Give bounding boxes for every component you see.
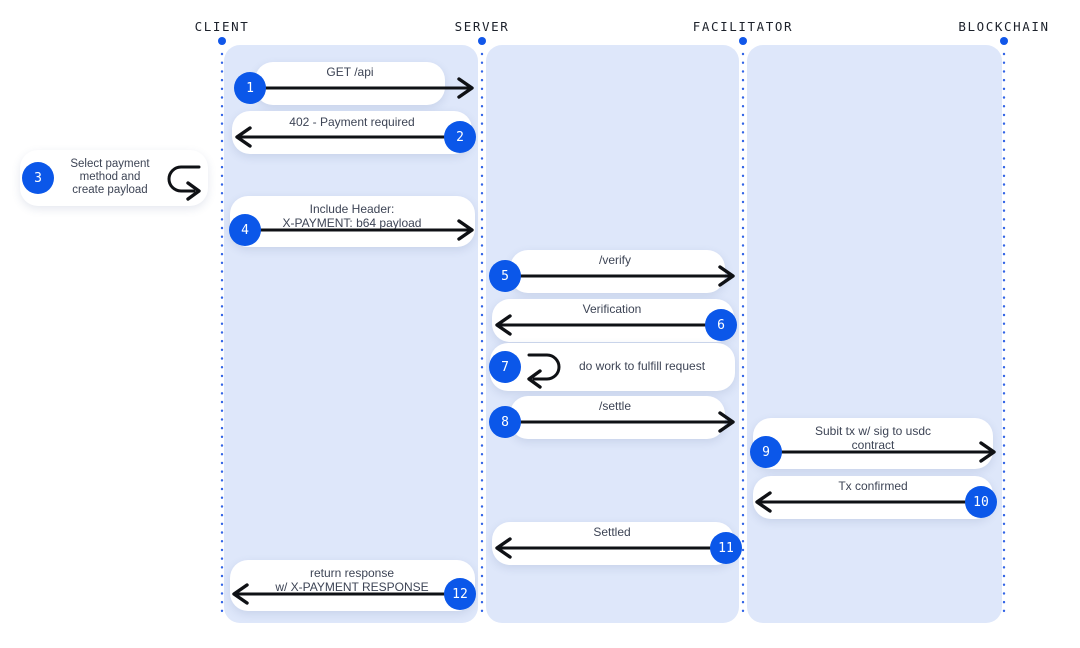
step-badge-7: 7 — [489, 351, 521, 383]
message-bubble-1 — [255, 62, 445, 105]
actor-label-facilitator: FACILITATOR — [692, 19, 794, 34]
step-badge-9: 9 — [750, 436, 782, 468]
message-label-4: Include Header:X-PAYMENT: b64 payload — [282, 202, 422, 230]
step-badge-5: 5 — [489, 260, 521, 292]
step-badge-11: 11 — [710, 532, 742, 564]
message-bubble-6 — [492, 299, 734, 342]
message-label-2: 402 - Payment required — [289, 115, 415, 129]
message-label-6: Verification — [582, 302, 642, 316]
message-label-8: /settle — [598, 399, 631, 413]
step-badge-10: 10 — [965, 486, 997, 518]
message-bubble-5 — [510, 250, 725, 293]
message-bubble-11 — [492, 522, 734, 565]
message-label-10: Tx confirmed — [838, 479, 908, 493]
lane-facilitator-blockchain — [747, 45, 1002, 623]
message-label-7: do work to fulfill request — [578, 359, 706, 373]
actor-label-client: CLIENT — [194, 19, 250, 34]
step-badge-2: 2 — [444, 121, 476, 153]
step-badge-8: 8 — [489, 406, 521, 438]
step-badge-6: 6 — [705, 309, 737, 341]
lifeline-head-dot-client — [218, 37, 226, 45]
message-bubble-4 — [230, 196, 475, 247]
message-bubble-10 — [753, 476, 993, 519]
message-label-11: Settled — [593, 525, 631, 539]
message-label-5: /verify — [598, 253, 631, 267]
step-badge-12: 12 — [444, 578, 476, 610]
actor-label-blockchain: BLOCKCHAIN — [958, 19, 1050, 34]
lifeline-head-dot-server — [478, 37, 486, 45]
message-bubble-12 — [230, 560, 475, 611]
message-label-1: GET /api — [326, 65, 374, 79]
lifeline-head-dot-facilitator — [739, 37, 747, 45]
message-bubble-9 — [753, 418, 993, 469]
step-badge-3: 3 — [22, 162, 54, 194]
message-bubble-8 — [510, 396, 725, 439]
step-badge-1: 1 — [234, 72, 266, 104]
step-badge-4: 4 — [229, 214, 261, 246]
actor-label-server: SERVER — [454, 19, 510, 34]
message-bubble-2 — [232, 111, 472, 154]
lifeline-head-dot-blockchain — [1000, 37, 1008, 45]
